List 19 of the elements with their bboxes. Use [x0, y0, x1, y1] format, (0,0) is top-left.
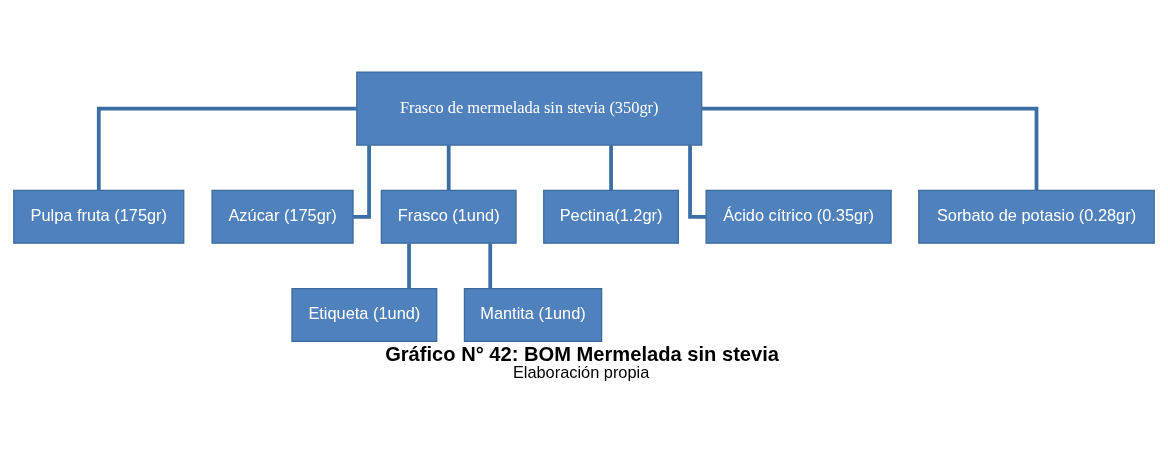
- connector: [446, 144, 451, 190]
- node-box: Frasco (1und): [380, 189, 517, 244]
- node-box: Pulpa fruta (175gr): [13, 189, 185, 244]
- node-box: Sorbato de potasio (0.28gr): [918, 189, 1155, 244]
- connector: [609, 144, 613, 190]
- connector: [353, 144, 371, 219]
- node-box: Ácido cítrico (0.35gr): [705, 189, 892, 244]
- node-box: Etiqueta (1und): [291, 287, 438, 342]
- connector: [688, 144, 707, 219]
- diagram-title: Gráfico N° 42: BOM Mermelada sin stevia: [385, 342, 780, 365]
- connector: [702, 106, 1039, 190]
- connector: [488, 243, 493, 288]
- node-box: Frasco de mermelada sin stevia (350gr): [356, 70, 703, 146]
- caption: Elaboración propia: [512, 362, 650, 381]
- node-box: Pectina(1.2gr): [543, 189, 680, 244]
- node-box: Azúcar (175gr): [211, 189, 354, 244]
- node-box: Mantita (1und): [463, 287, 603, 342]
- connector: [96, 106, 357, 190]
- connector: [407, 243, 411, 288]
